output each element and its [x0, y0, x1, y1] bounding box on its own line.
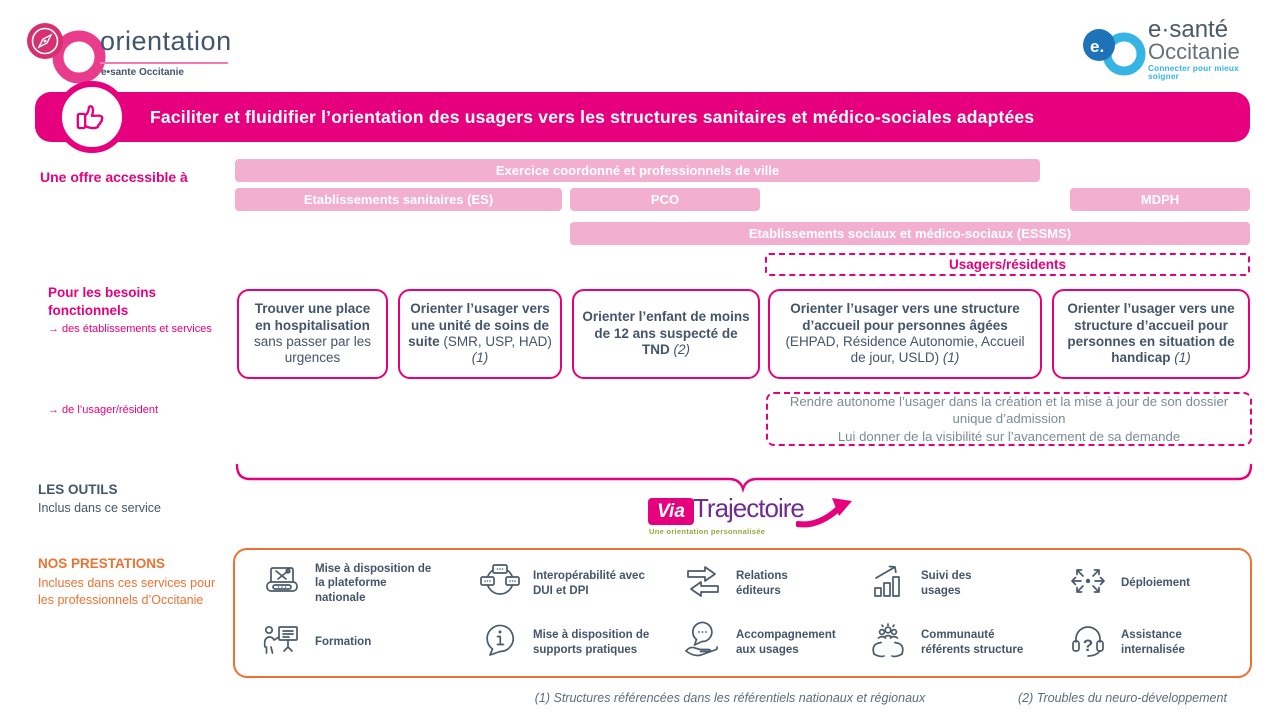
prestation-label: Suivi des usages — [921, 570, 972, 597]
prestation-label: Mise à disposition de supports pratiques — [533, 629, 650, 656]
need-box-note: (2) — [673, 342, 691, 358]
prestations-title: NOS PRESTATIONS — [38, 556, 166, 571]
bar-etablissements-sanitaires: Etablissements sanitaires (ES) — [235, 188, 562, 211]
bar-mdph: MDPH — [1070, 188, 1250, 211]
arrows-exchange-icon — [680, 561, 726, 606]
prestation-label: Communauté référents structure — [921, 629, 1024, 656]
prestation-item-supports: Mise à disposition de supports pratiques — [477, 613, 680, 672]
need-box-bold: Orienter l’usager vers une unité de soin… — [408, 301, 550, 349]
prestation-item-interoperabilite: Interopérabilité avec DUI et DPI — [477, 554, 680, 613]
orientation-logo-underline — [100, 62, 228, 64]
prestations-panel: Mise à disposition de la plateforme nati… — [233, 548, 1252, 678]
need-box-bold: Orienter l’usager vers une structure d’a… — [790, 301, 1020, 333]
need-box-note: (1) — [1174, 350, 1191, 366]
prestation-item-suivi-usages: Suivi des usages — [865, 554, 1065, 613]
prestation-item-deploiement: Déploiement — [1065, 554, 1246, 613]
deployment-icon — [1065, 561, 1111, 606]
prestation-item-plateforme: Mise à disposition de la plateforme nati… — [259, 554, 477, 613]
prestation-label: Interopérabilité avec DUI et DPI — [533, 570, 645, 597]
orientation-logo-subtitle: e•sante Occitanie — [101, 67, 184, 78]
prestation-label: Mise à disposition de la plateforme nati… — [315, 562, 432, 604]
esante-circles-icon: e. — [1083, 29, 1146, 76]
tools-title: LES OUTILS — [38, 482, 118, 497]
bar-exercice-coordonne: Exercice coordonné et professionnels de … — [235, 159, 1040, 182]
need-box-soins-de-suite: Orienter l’usager vers une unité de soin… — [398, 289, 562, 379]
viatrajectoire-logo: Via Trajectoire Une orientation personna… — [648, 493, 852, 540]
prestation-item-formation: Formation — [259, 613, 477, 672]
headset-icon: ? — [1065, 620, 1111, 665]
prestation-item-relations-editeurs: Relations éditeurs — [680, 554, 865, 613]
need-box-normal: (SMR, USP, HAD) — [443, 334, 552, 349]
esante-logo-tagline: Connecter pour mieux soigner — [1148, 64, 1239, 82]
orientation-compass-icon — [27, 23, 106, 84]
prestation-item-communaute: Communauté référents structure — [865, 613, 1065, 672]
tools-subtitle: Inclus dans ce service — [38, 501, 161, 515]
interoperability-icon — [477, 561, 523, 606]
bar-pco: PCO — [570, 188, 760, 211]
support-hand-icon — [680, 620, 726, 665]
title-banner: Faciliter et fluidifier l’orientation de… — [35, 92, 1250, 142]
orientation-logo: orientation e•sante Occitanie — [22, 10, 237, 86]
prestation-label: Assistance internalisée — [1121, 629, 1185, 656]
grouping-brace — [235, 463, 1253, 494]
esante-logo-line2: Occitanie — [1148, 39, 1240, 64]
thumbs-up-badge — [56, 81, 128, 153]
prestation-label: Relations éditeurs — [736, 570, 788, 597]
platform-icon — [259, 561, 305, 606]
need-box-personnes-agees: Orienter l’usager vers une structure d’a… — [768, 289, 1042, 379]
orientation-logo-title: orientation — [100, 26, 232, 56]
need-box-bold: Orienter l’usager vers une structure d’a… — [1067, 301, 1235, 366]
footnote-1: (1) Structures référencées dans les réfé… — [534, 691, 926, 705]
prestation-label: Formation — [315, 636, 372, 649]
thumbs-up-icon — [76, 105, 104, 130]
prestations-subtitle: Incluses dans ces services pour les prof… — [38, 576, 216, 607]
autonomy-line1: Rendre autonome l’usager dans la créatio… — [789, 393, 1229, 427]
footnote-2: (2) Troubles du neuro-développement — [1018, 691, 1227, 705]
audience-label: Une offre accessible à — [40, 169, 188, 185]
prestation-item-assistance: ? Assistance internalisée — [1065, 613, 1246, 672]
needs-title: Pour les besoins fonctionnels — [48, 285, 157, 318]
viatrajectoire-via-badge: Via — [648, 498, 694, 525]
prestation-label: Déploiement — [1121, 577, 1191, 590]
need-box-normal: (EHPAD, Résidence Autonomie, Accueil de … — [785, 334, 1025, 366]
esante-logo-line1: e·santé — [1148, 16, 1229, 43]
bar-essms: Etablissements sociaux et médico-sociaux… — [570, 222, 1250, 245]
viatrajectoire-wordmark: Trajectoire — [693, 493, 805, 523]
prestation-item-accompagnement: Accompagnement aux usages — [680, 613, 865, 672]
viatrajectoire-arrow-icon — [796, 498, 852, 528]
svg-text:?: ? — [1083, 636, 1093, 655]
need-box-normal: sans passer par les urgences — [253, 334, 372, 366]
need-box-handicap: Orienter l’usager vers une structure d’a… — [1052, 289, 1250, 379]
esante-logo-text: e·santé Occitanie Connecter pour mieux s… — [1148, 18, 1267, 81]
need-box-bold: Orienter l’enfant de moins de 12 ans sus… — [582, 309, 750, 358]
community-icon — [865, 620, 911, 665]
needs-usager-label: → de l’usager/résident — [48, 404, 159, 416]
banner-title: Faciliter et fluidifier l’orientation de… — [150, 106, 1035, 127]
need-box-tnd: Orienter l’enfant de moins de 12 ans sus… — [572, 289, 760, 379]
need-box-note: (1) — [942, 350, 960, 366]
bar-usagers-residents: Usagers/résidents — [765, 253, 1250, 276]
needs-etablissements-label: → des établissements et services — [48, 323, 212, 335]
prestation-label: Accompagnement aux usages — [736, 629, 836, 656]
usage-chart-icon — [865, 561, 911, 606]
training-icon — [259, 620, 305, 665]
viatrajectoire-tagline: Une orientation personnalisée — [649, 527, 766, 536]
need-box-note: (1) — [471, 350, 489, 366]
info-bubble-icon — [477, 620, 523, 665]
autonomy-line2: Lui donner de la visibilité sur l’avance… — [837, 428, 1181, 444]
esante-occitanie-logo: e. e·santé Occitanie Connecter pour mieu… — [1082, 16, 1267, 84]
usager-autonomy-box: Rendre autonome l’usager dans la créatio… — [766, 392, 1252, 446]
svg-text:e.: e. — [1090, 37, 1104, 56]
need-box-hospitalisation: Trouver une place en hospitalisation san… — [237, 289, 388, 379]
need-box-bold: Trouver une place en hospitalisation — [254, 301, 371, 333]
